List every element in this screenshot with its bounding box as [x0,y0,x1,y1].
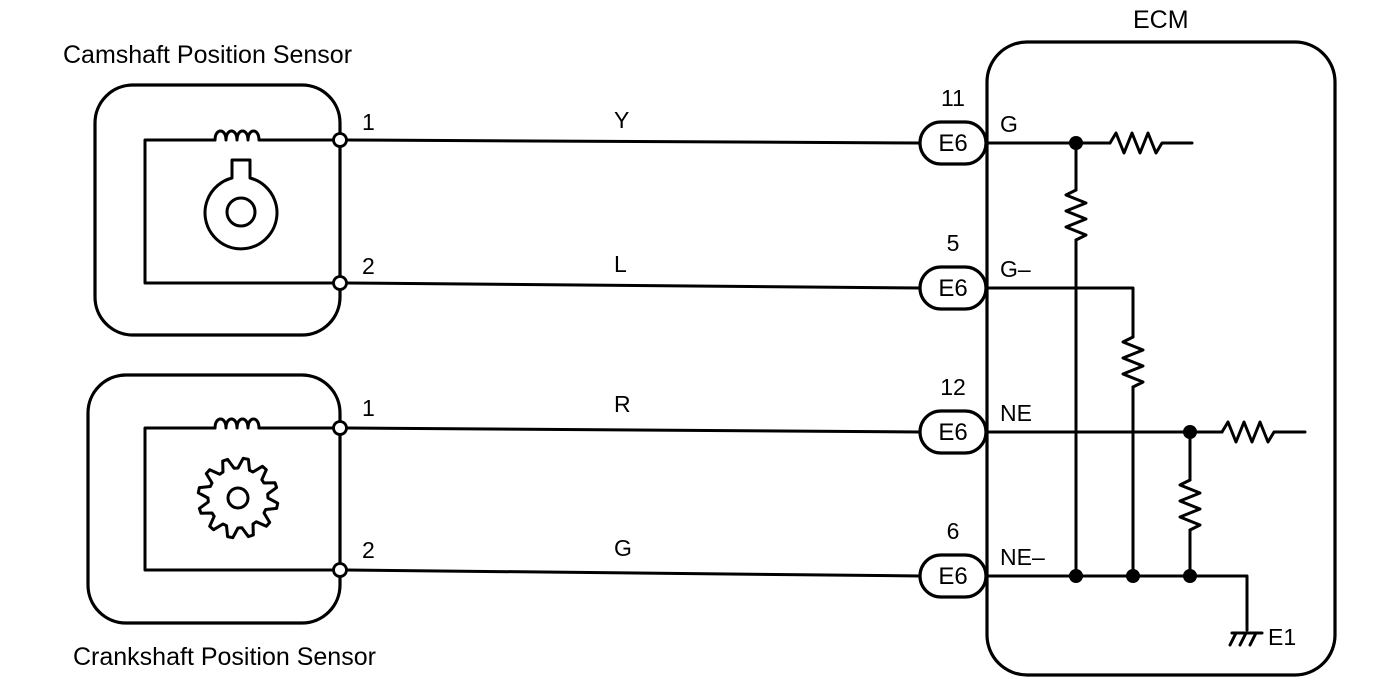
junction-dot [1183,569,1197,583]
ground-label: E1 [1268,624,1296,650]
connectors: E6 E6 E6 E6 11 5 12 6 [918,85,988,599]
wire-color-label: G [614,535,632,561]
junction-dot [1069,569,1083,583]
ecm-terminal-label: G [1000,111,1018,137]
resistor-icon [1220,420,1307,444]
crankshaft-gear-icon [196,456,280,540]
wire-color-label: Y [614,107,629,133]
resistor-icon [1121,335,1145,389]
ground-icon [1228,631,1264,647]
camshaft-rotor-icon [203,158,279,251]
junction-dot [1126,569,1140,583]
connector-label: E6 [938,275,967,302]
camshaft-sensor: 1 2 [93,83,375,337]
ecm-pin-number: 12 [940,374,966,400]
connector-label: E6 [938,563,967,590]
cam-pin-1-label: 1 [362,109,375,135]
cam-pin-1-terminal [332,132,348,148]
cam-pin-2-label: 2 [362,253,375,279]
harness-wires: Y L R G [345,107,922,578]
cam-pin-2-terminal [332,275,348,291]
coil-icon [213,417,268,430]
crank-pin-2-terminal [332,562,348,578]
ecm-pin-number: 5 [947,230,960,256]
crankshaft-sensor-title: Crankshaft Position Sensor [73,643,376,671]
camshaft-sensor-title: Camshaft Position Sensor [63,41,352,69]
junction-dot [1069,136,1083,150]
ecm-terminal-label: NE [1000,400,1032,426]
ecm-unit: G G– NE NE– E1 [984,40,1337,677]
wire-color-label: R [614,391,631,417]
ecm-title: ECM [1133,6,1189,34]
resistor-icon [1108,131,1194,155]
ecm-terminal-label: NE– [1000,544,1045,570]
connector-label: E6 [938,419,967,446]
crank-pin-1-label: 1 [362,395,375,421]
ecm-terminal-label: G– [1000,256,1031,282]
coil-icon [213,129,268,142]
resistor-icon [1064,188,1088,242]
ecm-pin-number: 11 [941,85,965,111]
crank-pin-1-terminal [332,420,348,436]
wire-color-label: L [614,251,627,277]
junction-dot [1183,425,1197,439]
crank-pin-2-label: 2 [362,537,375,563]
resistor-icon [1178,478,1202,532]
ecm-pin-number: 6 [947,518,960,544]
connector-label: E6 [938,130,967,157]
crankshaft-sensor: 1 2 [86,373,375,625]
